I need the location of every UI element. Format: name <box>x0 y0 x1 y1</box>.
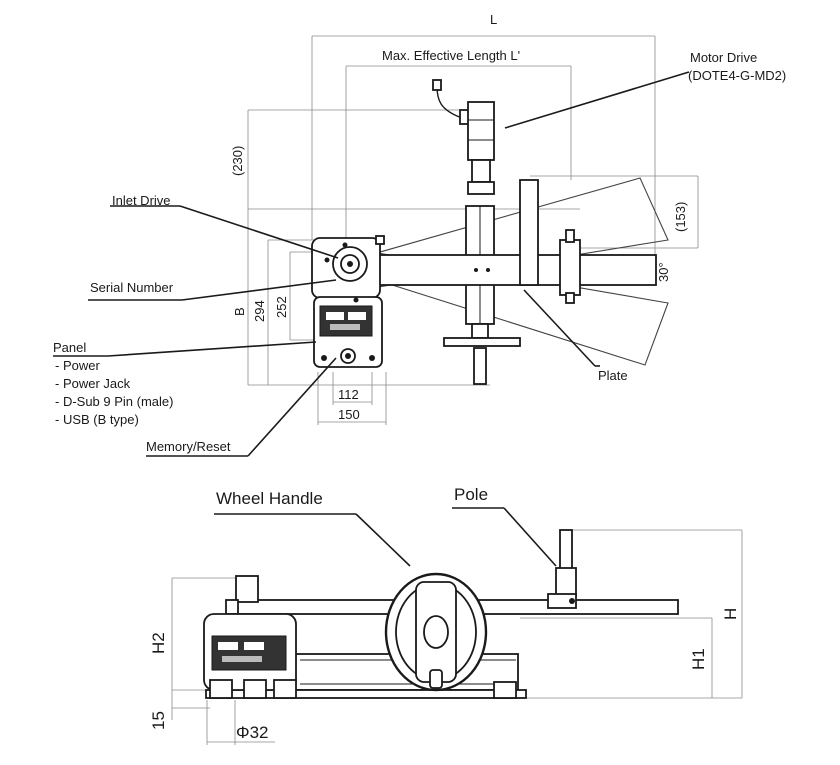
panel-item-power: - Power <box>55 358 100 373</box>
panel <box>313 296 383 368</box>
dim-H1: H1 <box>689 648 708 670</box>
motor-drive <box>432 79 495 195</box>
dim-15: 15 <box>149 711 168 730</box>
side-dimension-lines <box>171 529 743 745</box>
dim-H2: H2 <box>149 632 168 654</box>
dim-phi32: Φ32 <box>236 723 268 742</box>
side-view: Wheel Handle Pole H2 H H1 15 Φ32 <box>149 485 743 745</box>
dim-max-effective-length: Max. Effective Length L' <box>382 48 520 63</box>
pole-label: Pole <box>454 485 488 504</box>
pole <box>547 529 577 609</box>
panel-item-dsub: - D-Sub 9 Pin (male) <box>55 394 173 409</box>
side-body <box>203 613 297 699</box>
dim-B: B <box>232 307 247 316</box>
dim-L: L <box>490 12 497 27</box>
wheel-handle <box>384 572 488 692</box>
dim-150: 150 <box>338 407 360 422</box>
angle-30: 30° <box>656 262 671 282</box>
memory-reset-label: Memory/Reset <box>146 439 231 454</box>
motor-drive-model: (DOTE4-G-MD2) <box>688 68 786 83</box>
arm <box>359 179 657 304</box>
dim-294: 294 <box>252 300 267 322</box>
serial-number-label: Serial Number <box>90 280 174 295</box>
plate-label: Plate <box>598 368 628 383</box>
inlet-drive-label: Inlet Drive <box>112 193 171 208</box>
dim-H: H <box>721 608 740 620</box>
main-body <box>311 235 385 299</box>
dim-230: (230) <box>230 146 245 176</box>
dim-252: 252 <box>274 296 289 318</box>
wheel-handle-label: Wheel Handle <box>216 489 323 508</box>
panel-item-power-jack: - Power Jack <box>55 376 131 391</box>
dim-153: (153) <box>673 202 688 232</box>
motor-drive-label: Motor Drive <box>690 50 757 65</box>
side-leader-lines <box>214 507 557 567</box>
column <box>443 205 521 385</box>
dim-112: 112 <box>338 387 359 402</box>
top-dimension-lines <box>247 35 699 425</box>
panel-label: Panel <box>53 340 86 355</box>
top-leader-lines <box>53 71 690 457</box>
top-view: L Max. Effective Length L' Motor Drive (… <box>53 12 786 457</box>
panel-item-usb: - USB (B type) <box>55 412 139 427</box>
